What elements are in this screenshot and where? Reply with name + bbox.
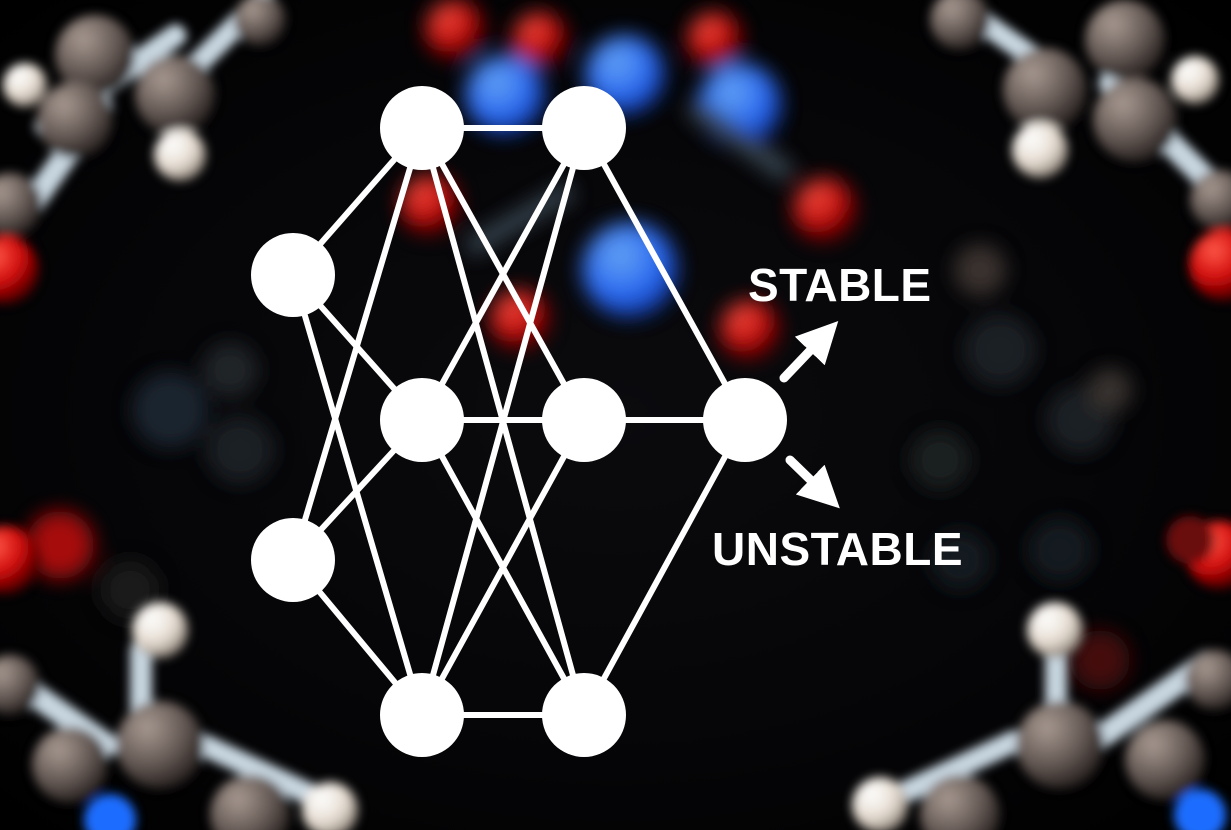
bottom-right-molecule xyxy=(852,516,1231,830)
edge-l0-0-2 xyxy=(290,274,425,716)
node-layer1-1 xyxy=(380,378,464,462)
network-edges xyxy=(290,125,748,718)
bottom-left-molecule xyxy=(0,526,358,830)
top-right-molecule xyxy=(930,0,1231,301)
unstable-label: UNSTABLE xyxy=(712,523,964,575)
network-nodes xyxy=(251,86,787,757)
stable-label: STABLE xyxy=(748,259,932,311)
node-layer1-0 xyxy=(380,86,464,170)
center-molecule xyxy=(26,0,1132,690)
node-layer0-1 xyxy=(251,518,335,602)
edge-l1-1-0 xyxy=(419,126,587,422)
stable-arrow xyxy=(779,321,839,383)
edge-l0-1-0 xyxy=(290,127,425,561)
node-layer0-0 xyxy=(251,233,335,317)
edge-l1-2-1 xyxy=(419,418,587,717)
node-layer2-0 xyxy=(542,86,626,170)
node-layer2-1 xyxy=(542,378,626,462)
node-layer2-2 xyxy=(542,673,626,757)
node-layer3-0 xyxy=(703,378,787,462)
top-left-molecule xyxy=(0,0,286,304)
edge-l2-2-0 xyxy=(581,418,748,717)
edge-l2-0-0 xyxy=(581,126,748,422)
unstable-arrow xyxy=(785,455,840,509)
node-layer1-2 xyxy=(380,673,464,757)
